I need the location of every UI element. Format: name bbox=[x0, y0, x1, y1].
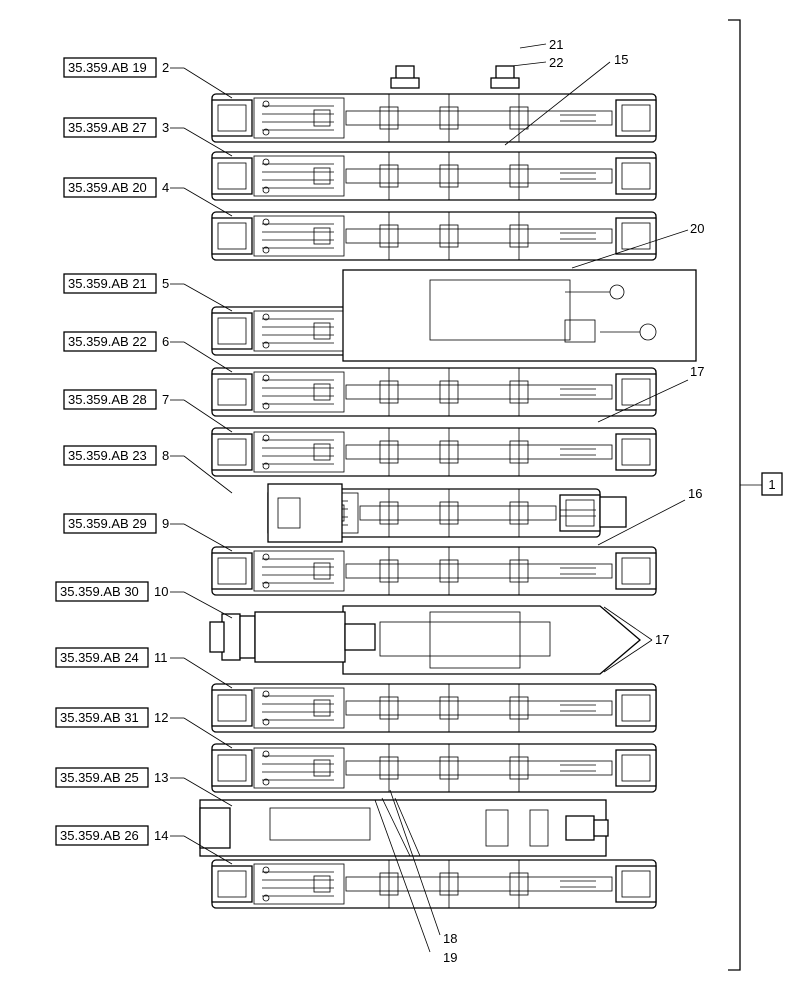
item-number: 5 bbox=[162, 276, 169, 291]
section-label-4: 35.359.AB 20 4 bbox=[63, 177, 233, 217]
callout-21: 21 bbox=[549, 37, 563, 52]
callout-18: 18 bbox=[443, 931, 457, 946]
section-label-9: 35.359.AB 29 9 bbox=[63, 513, 233, 552]
item-number: 8 bbox=[162, 448, 169, 463]
callout-17-a: 17 bbox=[690, 364, 704, 379]
item-number: 10 bbox=[154, 584, 168, 599]
valve-stack bbox=[199, 65, 697, 909]
item-number: 4 bbox=[162, 180, 169, 195]
section-label-2: 35.359.AB 19 2 bbox=[63, 57, 233, 99]
section-5-detail bbox=[342, 269, 697, 362]
section-label-12: 35.359.AB 31 12 bbox=[55, 707, 233, 749]
section-label-10: 35.359.AB 30 10 bbox=[55, 581, 233, 619]
section-8-detail bbox=[267, 483, 627, 543]
section-label-5: 35.359.AB 21 5 bbox=[63, 273, 233, 312]
callout-17-b: 17 bbox=[655, 632, 669, 647]
item-number: 13 bbox=[154, 770, 168, 785]
reference-code: 35.359.AB 23 bbox=[68, 448, 147, 463]
section-13-detail bbox=[199, 797, 609, 857]
reference-code: 35.359.AB 22 bbox=[68, 334, 147, 349]
valve-section-3 bbox=[211, 151, 657, 201]
callout-15: 15 bbox=[614, 52, 628, 67]
section-label-6: 35.359.AB 22 6 bbox=[63, 331, 233, 373]
valve-section-6 bbox=[211, 367, 657, 417]
item-number: 14 bbox=[154, 828, 168, 843]
callout-20: 20 bbox=[690, 221, 704, 236]
section-label-8: 35.359.AB 23 8 bbox=[63, 445, 233, 494]
assembly-bracket: 1 bbox=[728, 19, 783, 971]
section-label-13: 35.359.AB 25 13 bbox=[55, 767, 233, 807]
callout-22: 22 bbox=[549, 55, 563, 70]
reference-code: 35.359.AB 19 bbox=[68, 60, 147, 75]
reference-code: 35.359.AB 20 bbox=[68, 180, 147, 195]
callout-16: 16 bbox=[688, 486, 702, 501]
callouts: 21 22 15 20 17 16 17 18 19 bbox=[374, 37, 704, 965]
item-number: 9 bbox=[162, 516, 169, 531]
reference-code: 35.359.AB 30 bbox=[60, 584, 139, 599]
reference-code: 35.359.AB 31 bbox=[60, 710, 139, 725]
section-label-14: 35.359.AB 26 14 bbox=[55, 825, 233, 865]
reference-code: 35.359.AB 21 bbox=[68, 276, 147, 291]
valve-section-11 bbox=[211, 683, 657, 733]
assembly-number: 1 bbox=[768, 477, 775, 492]
valve-section-4 bbox=[211, 211, 657, 261]
item-number: 6 bbox=[162, 334, 169, 349]
top-fittings bbox=[390, 65, 520, 89]
section-label-7: 35.359.AB 28 7 bbox=[63, 389, 233, 433]
valve-section-7 bbox=[211, 427, 657, 477]
item-number: 7 bbox=[162, 392, 169, 407]
reference-code: 35.359.AB 25 bbox=[60, 770, 139, 785]
reference-code: 35.359.AB 29 bbox=[68, 516, 147, 531]
section-10-detail bbox=[209, 605, 642, 675]
section-label-3: 35.359.AB 27 3 bbox=[63, 117, 233, 157]
callout-19: 19 bbox=[443, 950, 457, 965]
item-number: 3 bbox=[162, 120, 169, 135]
item-number: 12 bbox=[154, 710, 168, 725]
reference-code: 35.359.AB 28 bbox=[68, 392, 147, 407]
valve-section-12 bbox=[211, 743, 657, 793]
valve-section-14 bbox=[211, 859, 657, 909]
item-number: 11 bbox=[154, 650, 168, 665]
reference-code: 35.359.AB 24 bbox=[60, 650, 139, 665]
reference-code: 35.359.AB 26 bbox=[60, 828, 139, 843]
item-number: 2 bbox=[162, 60, 169, 75]
valve-section-9 bbox=[211, 546, 657, 596]
reference-code: 35.359.AB 27 bbox=[68, 120, 147, 135]
section-label-11: 35.359.AB 24 11 bbox=[55, 647, 233, 689]
valve-section-2 bbox=[211, 93, 657, 143]
